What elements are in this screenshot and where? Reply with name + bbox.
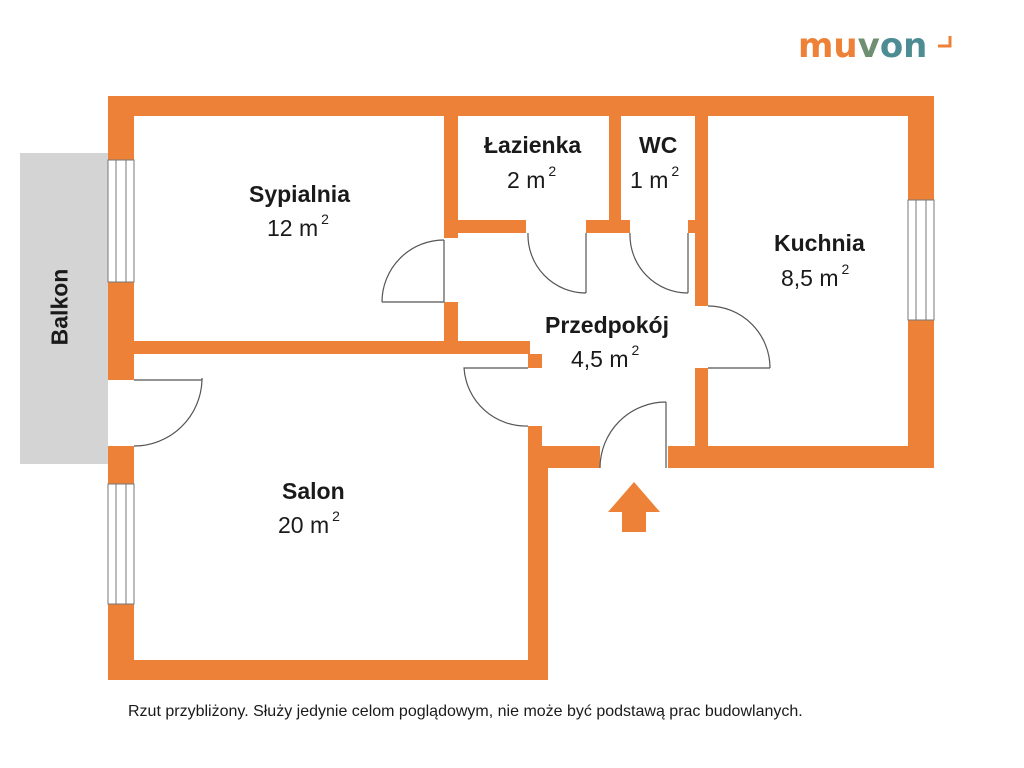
area-sup: 2 (332, 508, 340, 524)
balcony (20, 153, 108, 464)
area-unit: m (649, 167, 669, 193)
area-unit: m (819, 265, 839, 291)
room-name-sypialnia: Sypialnia (249, 181, 350, 207)
room-name-salon: Salon (282, 478, 345, 504)
area-sup: 2 (548, 163, 557, 179)
area-value: 2 (507, 167, 520, 193)
room-name-lazienka: Łazienka (484, 132, 582, 158)
area-value: 8,5 (781, 265, 813, 291)
door-swings (133, 232, 771, 469)
room-name-przedpokoj: Przedpokój (545, 312, 669, 338)
area-unit: m (298, 215, 319, 241)
logo-part-on: on (879, 26, 928, 66)
area-sup: 2 (671, 163, 680, 179)
area-value: 20 (278, 512, 304, 538)
walls (108, 96, 934, 680)
area-sup: 2 (631, 342, 640, 358)
balcony-label: Balkon (46, 268, 73, 346)
logo-mark-icon (938, 36, 952, 48)
muvon-logo: muvon (798, 26, 927, 66)
logo-part-v: v (857, 26, 880, 66)
area-value: 4,5 (571, 346, 603, 372)
area-unit: m (609, 346, 629, 372)
area-sup: 2 (321, 211, 329, 227)
area-sup: 2 (841, 261, 850, 277)
area-value: 1 (630, 167, 643, 193)
room-name-kuchnia: Kuchnia (774, 230, 865, 256)
disclaimer-text: Rzut przybliżony. Służy jedynie celom po… (128, 703, 803, 720)
windows (107, 159, 935, 605)
area-unit: m (526, 167, 546, 193)
area-value: 12 (267, 215, 293, 241)
entrance-arrow-icon (608, 482, 660, 532)
area-unit: m (309, 512, 330, 538)
room-name-wc: WC (639, 132, 678, 158)
logo-part-mu: mu (798, 26, 858, 66)
